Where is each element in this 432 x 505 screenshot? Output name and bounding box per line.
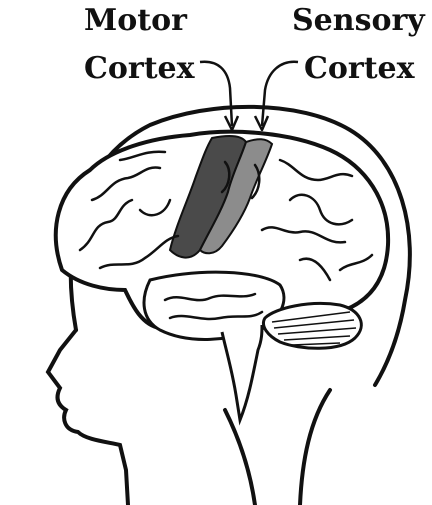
sensory-pointer-arrow: [255, 62, 298, 130]
sensory-label-line2: Cortex: [304, 51, 416, 86]
motor-label-line2: Cortex: [84, 51, 196, 86]
motor-pointer-arrow: [200, 62, 238, 130]
sensory-label-line1: Sensory: [292, 3, 426, 38]
cerebellum: [263, 303, 361, 348]
motor-label-line1: Motor: [84, 3, 188, 38]
brain-illustration: [56, 132, 388, 420]
brain-stem: [222, 325, 262, 420]
